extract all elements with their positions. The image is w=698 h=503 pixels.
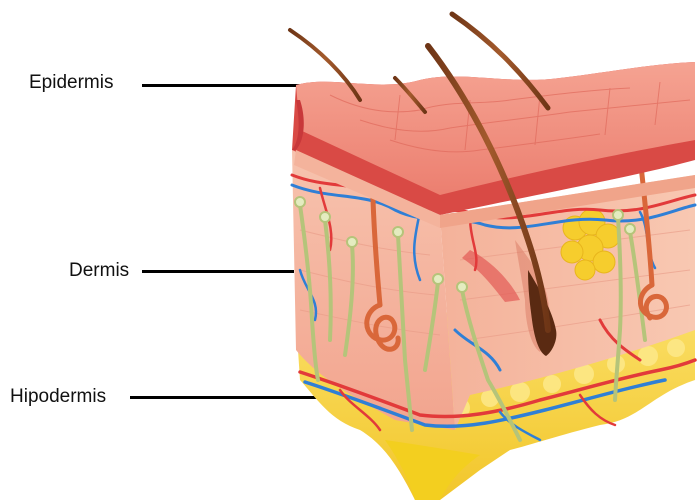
skin-cross-section-illustration [0,0,698,503]
